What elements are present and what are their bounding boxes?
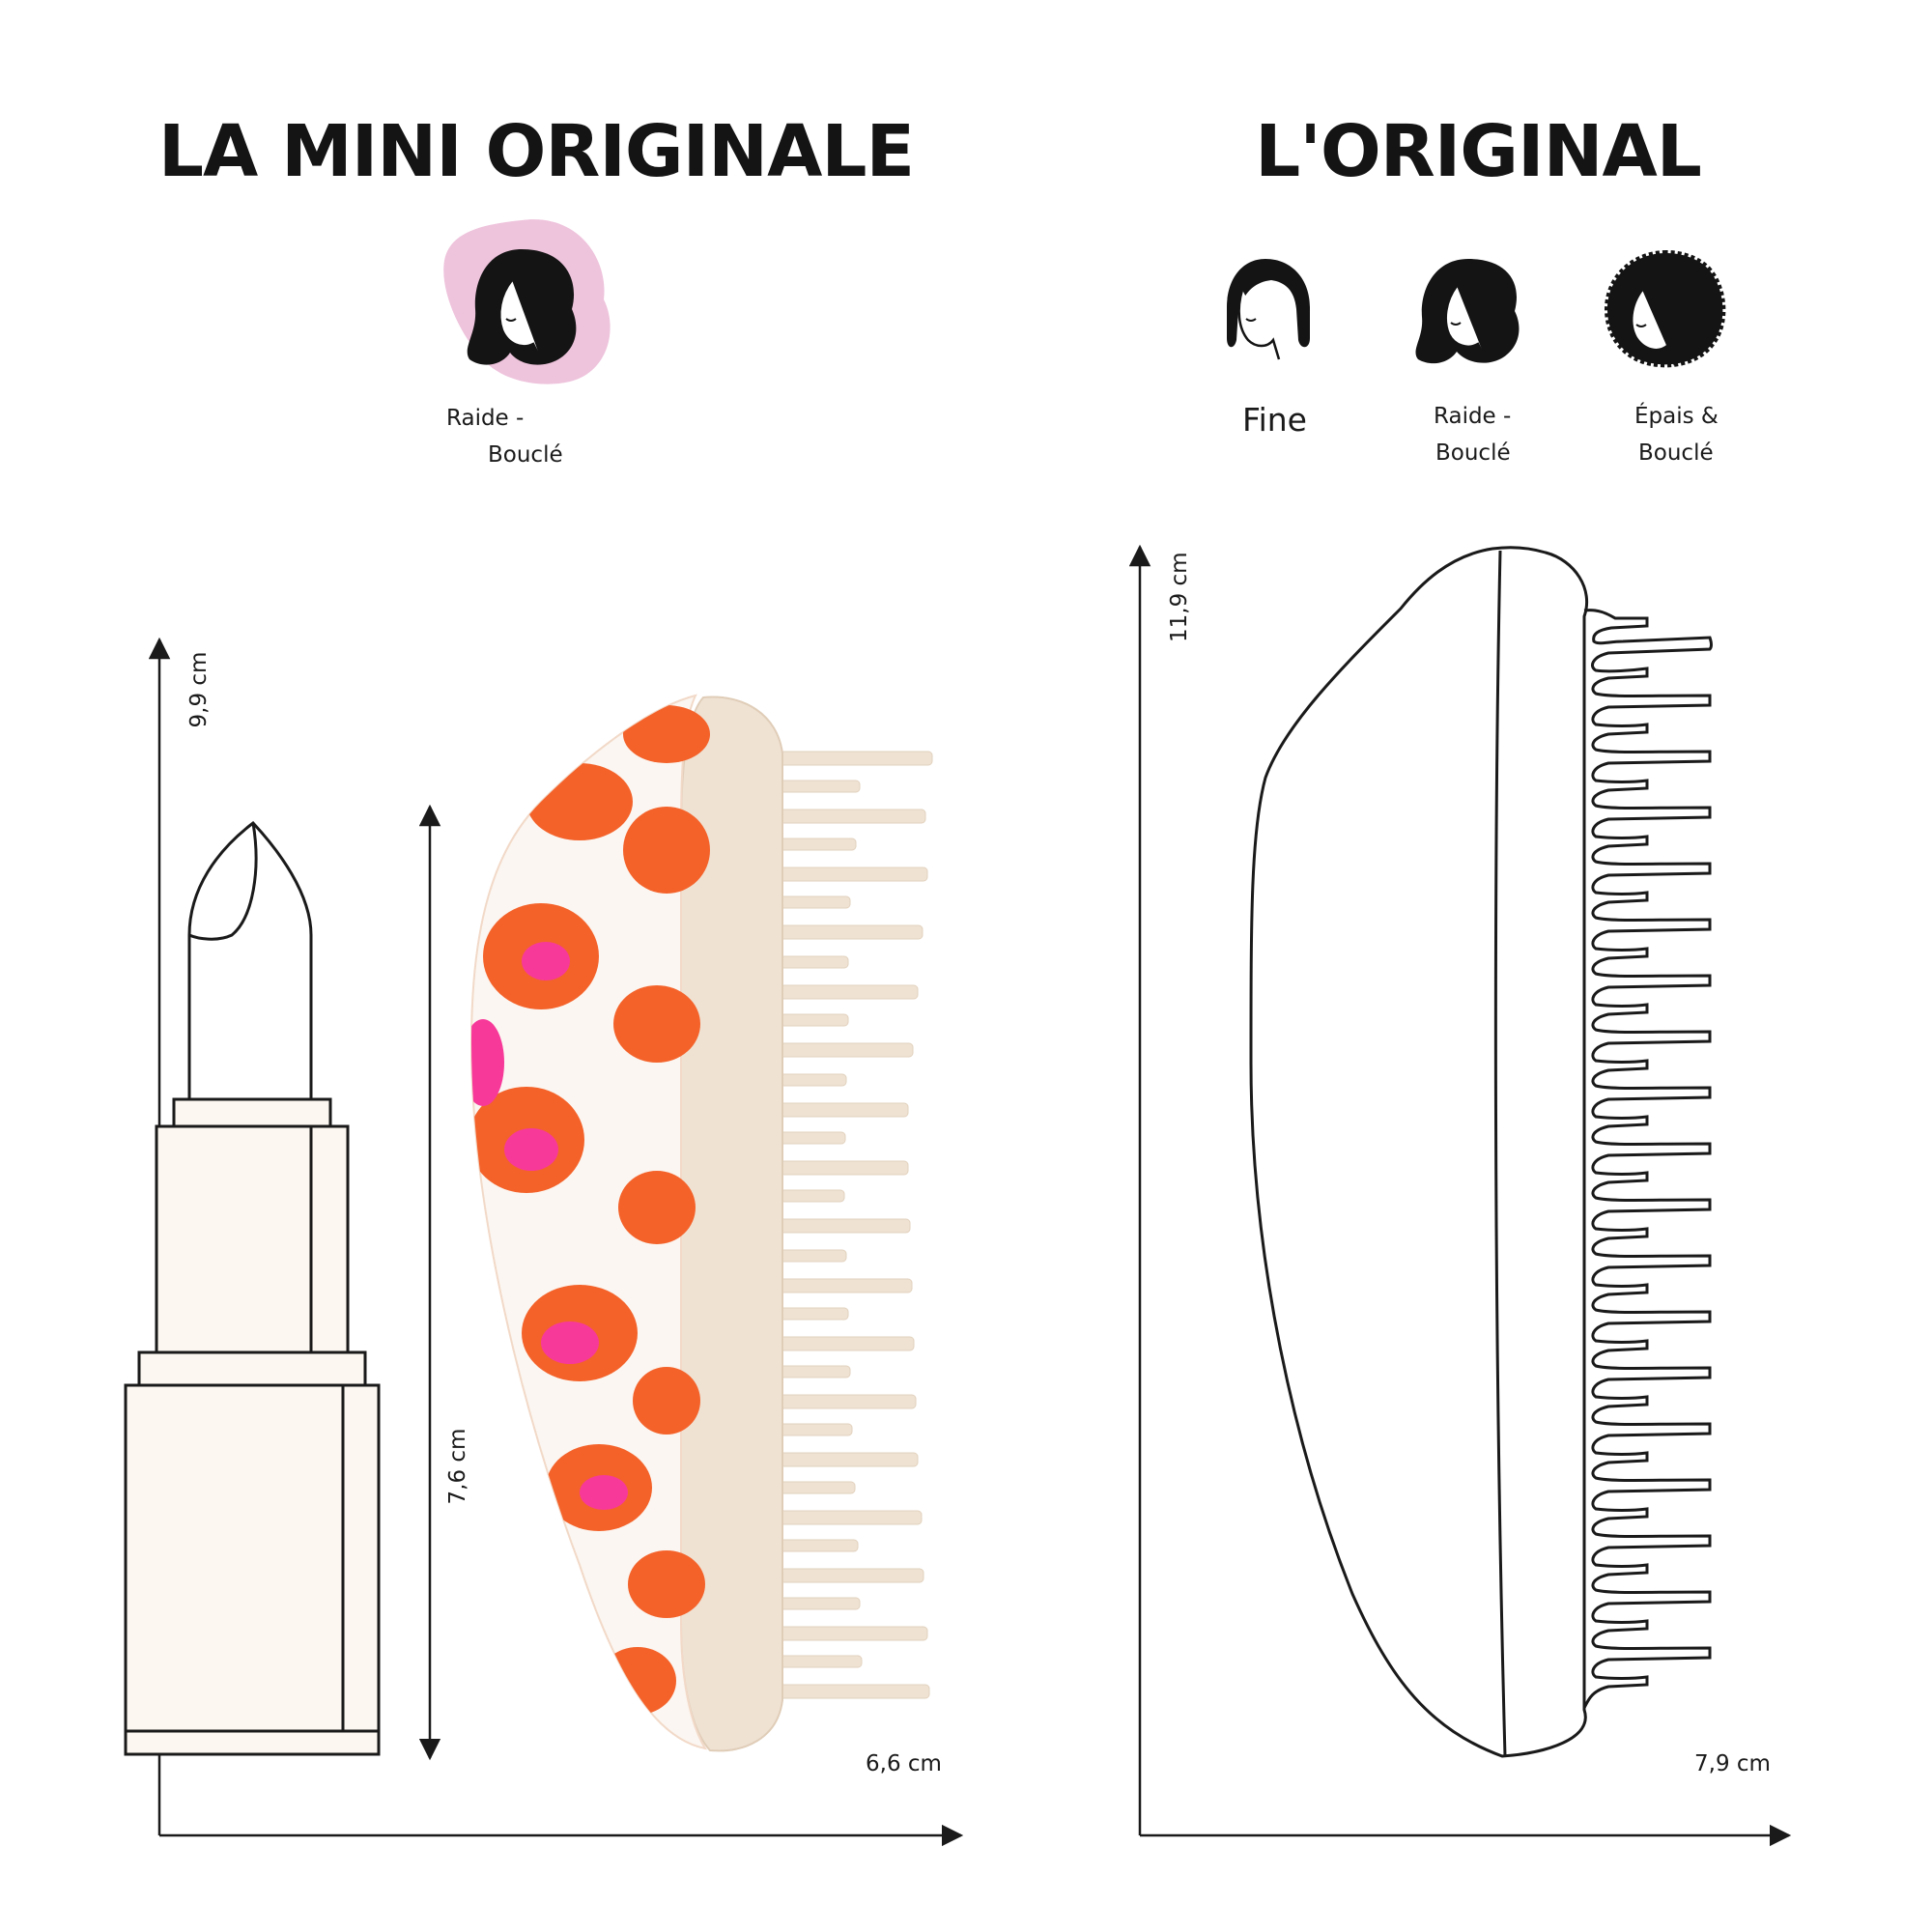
mini-hair-type-label-line2: Bouclé <box>488 442 563 468</box>
mini-brush-illustration <box>469 694 933 1752</box>
original-hair-type-wavy-label-line1: Raide - <box>1434 404 1512 429</box>
original-title: L'ORIGINAL <box>1255 110 1702 193</box>
original-brush-outline <box>1249 546 1713 1758</box>
original-width-label: 7,9 cm <box>1694 1751 1771 1776</box>
fine-hair-face-icon <box>1227 259 1310 360</box>
mini-hair-type-label-line1: Raide - <box>446 406 525 431</box>
mini-brush-height-label: 7,6 cm <box>445 1428 470 1505</box>
original-hair-type-curly-label-line2: Bouclé <box>1638 440 1714 466</box>
original-wavy-hair-face-icon <box>1415 259 1520 364</box>
original-hair-type-fine-label: Fine <box>1242 401 1307 439</box>
mini-title: LA MINI ORIGINALE <box>157 110 915 193</box>
mini-total-height-label: 9,9 cm <box>186 651 212 728</box>
original-hair-type-curly-label-line1: Épais & <box>1634 404 1719 429</box>
mini-wavy-hair-face-icon <box>443 219 611 384</box>
curly-hair-face-icon <box>1604 249 1726 368</box>
mini-width-label: 6,6 cm <box>866 1751 942 1776</box>
original-height-label: 11,9 cm <box>1167 552 1192 642</box>
original-hair-type-wavy-label-line2: Bouclé <box>1435 440 1511 466</box>
lipstick-illustration <box>124 820 381 1756</box>
